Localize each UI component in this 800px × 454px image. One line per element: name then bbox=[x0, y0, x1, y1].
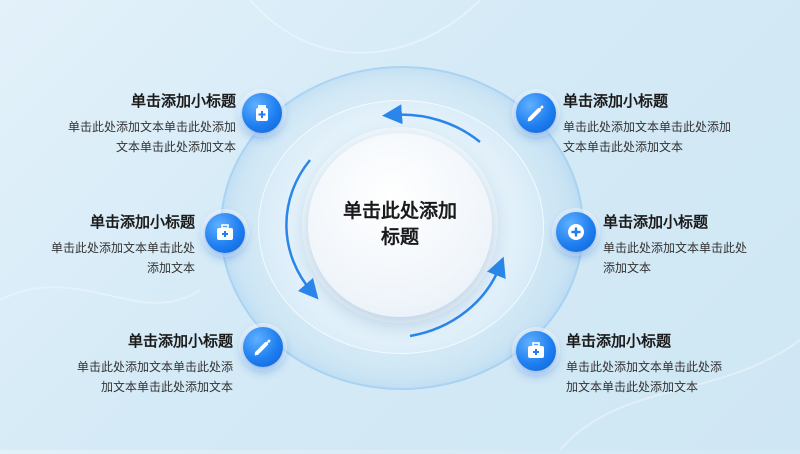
center-circle: 单击此处添加标题 bbox=[308, 133, 492, 317]
item-bottom-left: 单击添加小标题 单击此处添加文本单击此处添 加文本单击此处添加文本 bbox=[77, 330, 233, 397]
item-middle-left: 单击添加小标题 单击此处添加文本单击此处 添加文本 bbox=[51, 211, 195, 278]
center-title[interactable]: 单击此处添加标题 bbox=[342, 200, 457, 248]
syringe-icon bbox=[516, 93, 556, 133]
arrow-left bbox=[285, 159, 319, 300]
medicine-bottle-icon bbox=[242, 93, 282, 133]
item-title[interactable]: 单击添加小标题 bbox=[89, 213, 195, 231]
item-desc-line[interactable]: 加文本单击此处添加文本 bbox=[566, 380, 699, 394]
item-desc-line[interactable]: 单击此处添加文本单击此处添加 bbox=[67, 120, 236, 134]
item-desc-line[interactable]: 单击此处添加文本单击此处 bbox=[50, 241, 195, 255]
item-desc-line[interactable]: 单击此处添加文本单击此处添 bbox=[566, 360, 723, 374]
item-desc-line[interactable]: 单击此处添加文本单击此处添加 bbox=[563, 120, 732, 134]
item-middle-right: 单击添加小标题 单击此处添加文本单击此处 添加文本 bbox=[603, 211, 747, 278]
item-top-right: 单击添加小标题 单击此处添加文本单击此处添加 文本单击此处添加文本 bbox=[563, 90, 731, 157]
item-top-left: 单击添加小标题 单击此处添加文本单击此处添加 文本单击此处添加文本 bbox=[68, 90, 236, 157]
arrow-top bbox=[382, 104, 481, 143]
item-desc-line[interactable]: 文本单击此处添加文本 bbox=[115, 140, 236, 154]
item-title[interactable]: 单击添加小标题 bbox=[127, 332, 233, 350]
medical-kit-icon bbox=[205, 213, 245, 253]
item-bottom-right: 单击添加小标题 单击此处添加文本单击此处添 加文本单击此处添加文本 bbox=[566, 330, 722, 397]
syringe-icon bbox=[243, 327, 283, 367]
item-title[interactable]: 单击添加小标题 bbox=[566, 332, 672, 350]
item-desc-line[interactable]: 单击此处添加文本单击此处添 bbox=[76, 360, 233, 374]
first-aid-case-icon bbox=[516, 331, 556, 371]
item-title[interactable]: 单击添加小标题 bbox=[563, 92, 669, 110]
item-desc-line[interactable]: 文本单击此处添加文本 bbox=[563, 140, 684, 154]
item-desc-line[interactable]: 添加文本 bbox=[603, 261, 652, 275]
item-desc-line[interactable]: 加文本单击此处添加文本 bbox=[100, 380, 233, 394]
item-title[interactable]: 单击添加小标题 bbox=[603, 213, 709, 231]
arrow-bottom bbox=[409, 256, 506, 338]
item-title[interactable]: 单击添加小标题 bbox=[130, 92, 236, 110]
item-desc-line[interactable]: 添加文本 bbox=[146, 261, 195, 275]
medical-cross-icon bbox=[556, 212, 596, 252]
item-desc-line[interactable]: 单击此处添加文本单击此处 bbox=[603, 241, 748, 255]
